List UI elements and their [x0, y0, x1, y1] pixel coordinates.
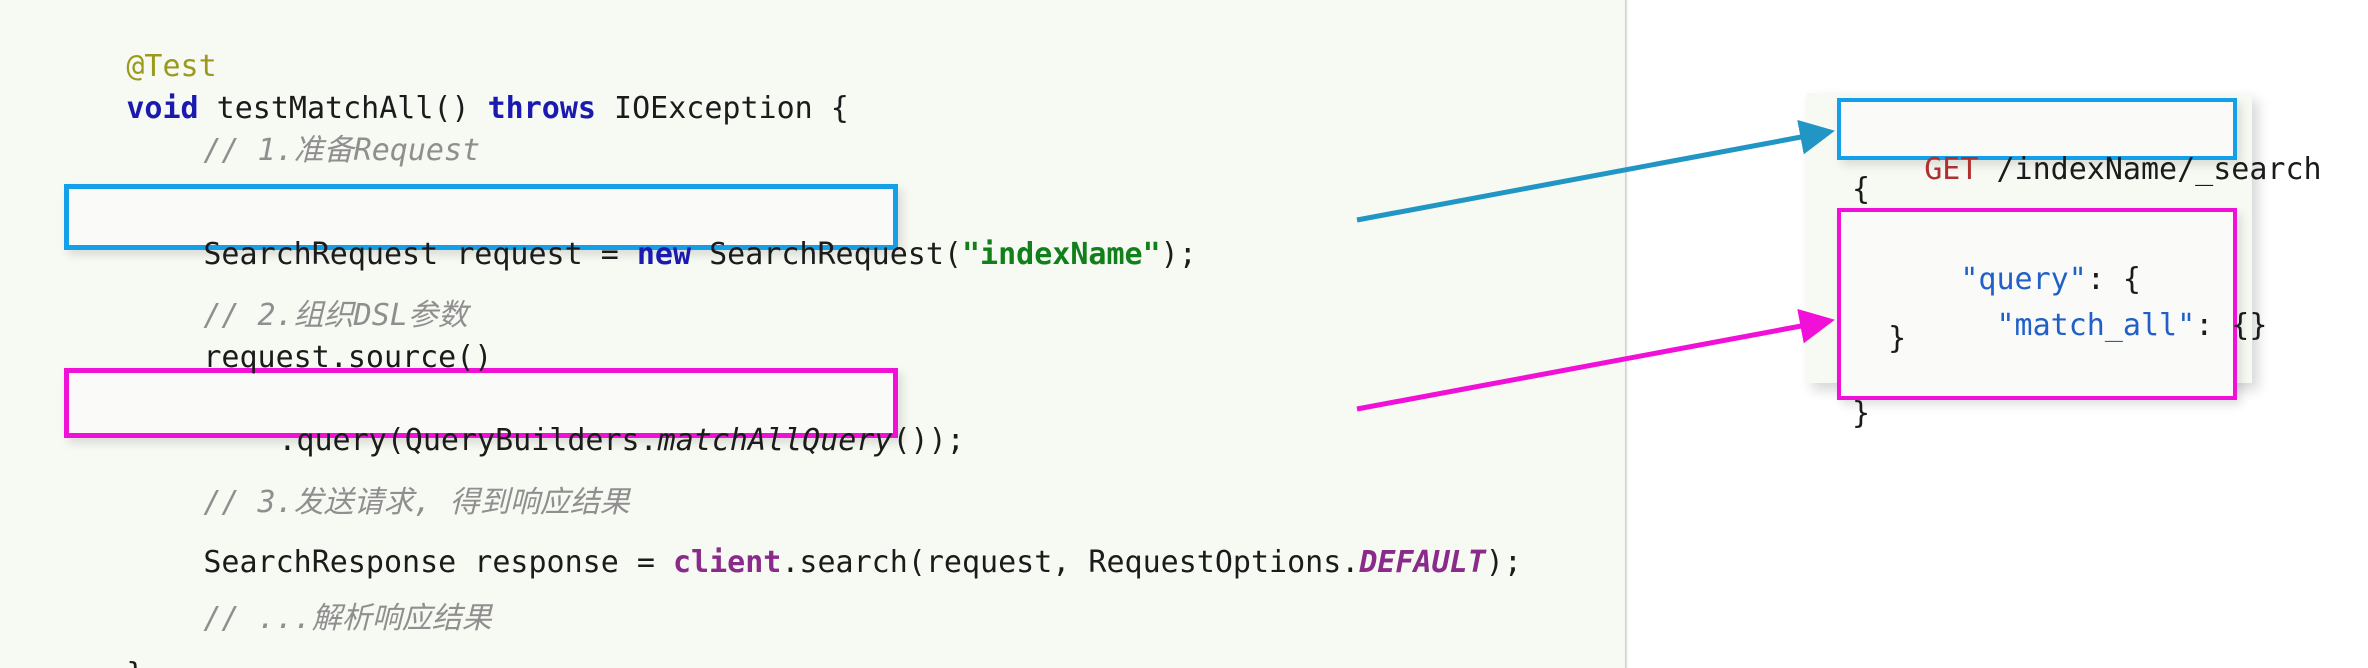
json-match-all-value: : {} [2195, 308, 2268, 343]
code-line-query-call: .query(QueryBuilders.matchAllQuery()); [170, 378, 965, 504]
rest-url-highlight-box [1837, 98, 2237, 160]
string-index-name: "indexName" [961, 237, 1161, 272]
request-source-call: request.source() [203, 340, 493, 375]
rest-path: /indexName/_search [1978, 152, 2322, 187]
java-code-panel: @Test void testMatchAll() throws IOExcep… [0, 0, 1625, 668]
json-query-colon: : { [2086, 262, 2141, 297]
stmt-terminator-1: ); [1160, 237, 1197, 272]
json-close-brace: } [1852, 396, 1871, 431]
search-request-decl: SearchRequest request = [203, 237, 637, 272]
rest-query-highlight-box [1837, 208, 2237, 400]
code-line-annotation: @Test [18, 4, 217, 130]
code-line-comment-4: // ...解析响应结果 [95, 556, 492, 668]
stmt-terminator-2: ()); [892, 423, 965, 458]
http-verb-get: GET [1924, 152, 1979, 187]
panel-divider [1625, 0, 1628, 668]
code-line-closing-brace: } [18, 612, 144, 668]
comment-parse-response: // ...解析响应结果 [203, 601, 492, 636]
json-query-close-brace: } [1852, 318, 1906, 360]
match-all-query: matchAllQuery [657, 423, 893, 458]
json-match-all-line: "match_all": {} [1852, 263, 2268, 389]
comment-prepare-request: // 1.准备Request [203, 133, 481, 168]
json-indent-2 [1924, 308, 1996, 343]
code-line-comment-1: // 1.准备Request [95, 88, 480, 214]
code-line-method-signature: void testMatchAll() throws IOException { [18, 46, 849, 172]
code-line-search-response: SearchResponse response = client.search(… [95, 500, 1522, 626]
json-query-key-line: "query": { [1852, 217, 2141, 343]
search-request-ctor: SearchRequest( [691, 237, 962, 272]
field-client: client [672, 545, 782, 580]
query-highlight-box [64, 368, 898, 438]
annotation-test: @Test [126, 49, 217, 84]
search-request-highlight-box [64, 184, 898, 250]
closing-brace: } [126, 657, 144, 668]
code-line-search-request: SearchRequest request = new SearchReques… [95, 192, 1197, 318]
search-call-args: .search(request, RequestOptions. [781, 545, 1360, 580]
exception-type: IOException { [595, 91, 849, 126]
keyword-void: void [126, 91, 199, 126]
json-key-query: "query" [1960, 262, 2087, 297]
keyword-throws: throws [487, 91, 596, 126]
rest-url-line: GET /indexName/_search [1852, 107, 2322, 233]
json-open-brace: { [1852, 172, 1871, 207]
code-line-request-source: request.source() [95, 295, 492, 421]
code-line-comment-2: // 2.组织DSL参数 [95, 253, 468, 379]
comment-send-request: // 3.发送请求, 得到响应结果 [203, 485, 630, 520]
method-name: testMatchAll() [198, 91, 488, 126]
code-line-comment-3: // 3.发送请求, 得到响应结果 [95, 440, 630, 566]
search-response-decl: SearchResponse response = [203, 545, 673, 580]
json-key-match-all: "match_all" [1996, 308, 2196, 343]
query-method-prefix: .query(QueryBuilders. [278, 423, 658, 458]
keyword-new: new [636, 237, 692, 272]
comment-build-dsl: // 2.组织DSL参数 [203, 298, 468, 333]
stmt-terminator-3: ); [1485, 545, 1522, 580]
constant-default: DEFAULT [1359, 545, 1486, 580]
json-indent-3 [1852, 321, 1888, 356]
